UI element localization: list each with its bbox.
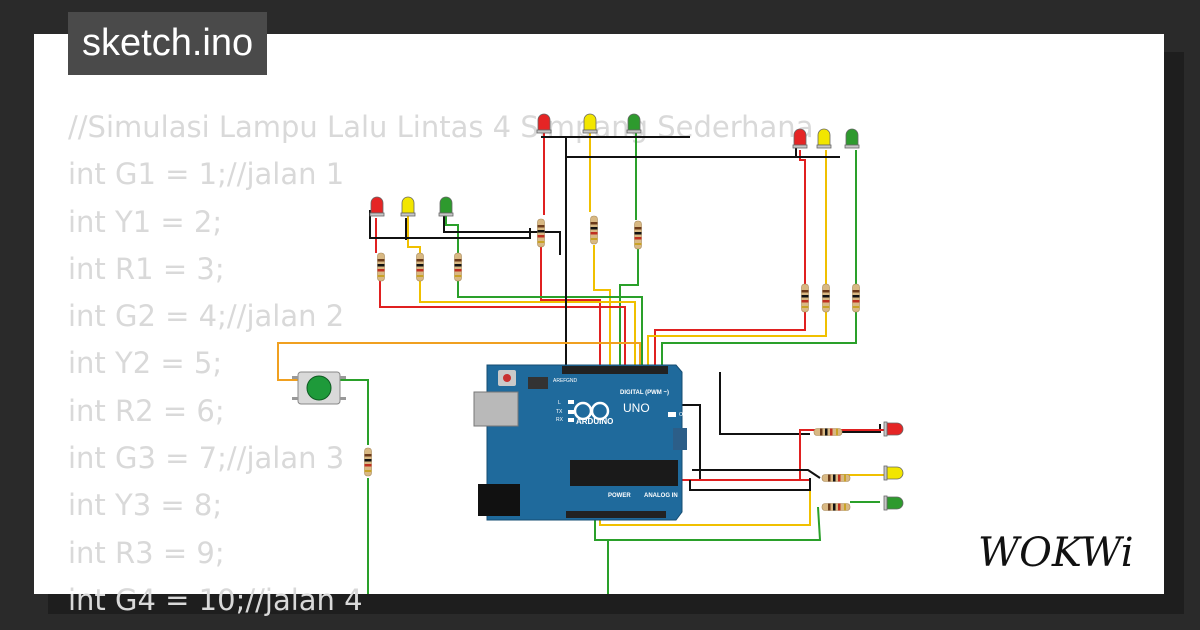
code-line: int G3 = 7;//jalan 3 (68, 441, 345, 476)
wire-group-east (565, 145, 857, 372)
code-preview: //Simulasi Lampu Lalu Lintas 4 Simpang S… (68, 104, 813, 624)
code-line: int G1 = 1;//jalan 1 (68, 157, 345, 192)
resistor[interactable] (813, 428, 843, 436)
power-header-label: POWER (608, 493, 631, 499)
leds (369, 113, 904, 511)
board-brand-label: ARDUINO (576, 417, 613, 426)
resistor[interactable] (634, 220, 642, 250)
tx-label: TX (556, 409, 563, 415)
digital-header-label: DIGITAL (PWM ~) (620, 390, 669, 396)
file-tab[interactable]: sketch.ino (68, 12, 268, 75)
arduino-uno-board[interactable]: UNO ARDUINO DIGITAL (PWM ~) POWER ANALOG… (473, 364, 687, 521)
usb-port (473, 391, 519, 427)
on-label: ON (679, 412, 687, 418)
arduino-logo-right (590, 401, 610, 421)
led-yellow-east[interactable] (816, 128, 832, 149)
resistor[interactable] (416, 252, 424, 282)
gnd-label: GND (566, 378, 578, 384)
led-rx-indicator (568, 418, 574, 422)
resistor[interactable] (821, 474, 851, 482)
code-line: int G2 = 4;//jalan 2 (68, 299, 345, 334)
resistor[interactable] (454, 252, 462, 282)
microcontroller-chip (570, 460, 678, 486)
resistor[interactable] (590, 215, 598, 245)
wokwi-logo-text: WOKWi (978, 530, 1134, 576)
resistor[interactable] (364, 447, 372, 477)
resistor[interactable] (822, 283, 830, 313)
aref-label: AREF (553, 378, 566, 384)
code-line: int Y1 = 2; (68, 204, 223, 239)
resistor[interactable] (537, 218, 545, 248)
resistor[interactable] (821, 503, 851, 511)
led-red-west[interactable] (369, 196, 385, 217)
led-green-south[interactable] (883, 495, 904, 511)
led-green-north[interactable] (626, 113, 642, 134)
push-button[interactable] (292, 371, 346, 405)
code-line: int G4 = 10;//jalan 4 (68, 582, 363, 617)
code-line: int Y3 = 8; (68, 488, 223, 523)
led-green-west[interactable] (438, 196, 454, 217)
resistor[interactable] (852, 283, 860, 313)
led-on-indicator (668, 412, 676, 417)
code-line: int R1 = 3; (68, 251, 225, 286)
resistor[interactable] (377, 252, 385, 282)
led-yellow-south[interactable] (883, 465, 904, 481)
led-red-north[interactable] (536, 113, 552, 134)
led-tx-indicator (568, 410, 574, 414)
wokwi-logo: WOKWi (978, 530, 1134, 576)
l-label: L (558, 400, 561, 406)
wire-group-west (369, 210, 643, 372)
wire-group-button (277, 342, 641, 594)
code-line: //Simulasi Lampu Lalu Lintas 4 Simpang S… (68, 110, 814, 144)
analog-header-label: ANALOG IN (644, 493, 678, 499)
led-red-east[interactable] (792, 128, 808, 149)
rx-label: RX (556, 417, 564, 423)
icsp-header (528, 377, 548, 389)
led-green-east[interactable] (844, 128, 860, 149)
power-jack (478, 484, 520, 516)
led-yellow-west[interactable] (400, 196, 416, 217)
led-red-south[interactable] (883, 421, 904, 437)
led-l-indicator (568, 400, 574, 404)
code-line: int Y2 = 5; (68, 346, 223, 381)
power-analog-header (566, 511, 666, 518)
button-cap[interactable] (306, 375, 332, 401)
icsp2-header (673, 428, 687, 450)
code-line: int R2 = 6; (68, 393, 225, 428)
board-model-label: UNO (623, 401, 650, 415)
reset-button-cap[interactable] (503, 374, 511, 382)
code-line: int R3 = 9; (68, 535, 225, 570)
resistor[interactable] (801, 283, 809, 313)
digital-header (562, 366, 668, 374)
led-yellow-north[interactable] (582, 113, 598, 134)
